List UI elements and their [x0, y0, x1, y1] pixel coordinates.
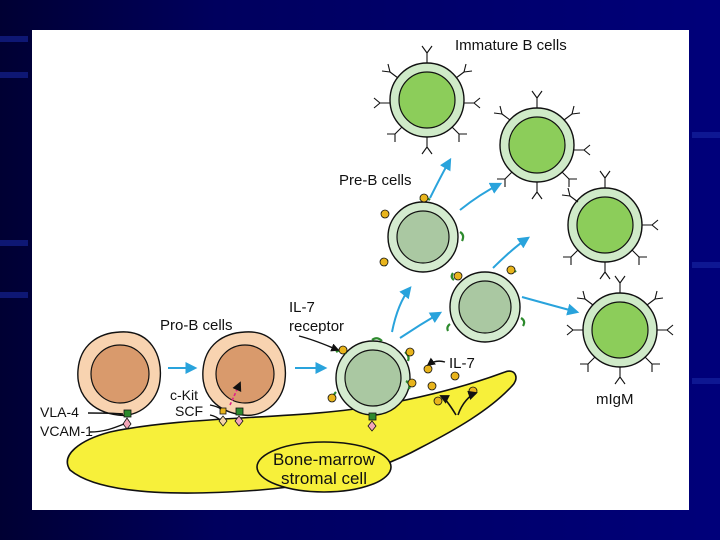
immature-b-cell-1 [389, 62, 465, 138]
pre-b-cell-middle [446, 265, 526, 343]
label-ckit: c-Kit [170, 387, 198, 403]
label-migm: mIgM [596, 391, 634, 408]
label-pro-b-cells: Pro-B cells [160, 317, 233, 334]
decor-stripe [0, 292, 28, 298]
il7-cytokines [423, 357, 478, 416]
label-il7-receptor-1: IL-7 [289, 299, 315, 316]
vla4-vcam1-contact-1 [122, 409, 132, 430]
pro-b-cell-2 [202, 331, 287, 417]
decor-stripe [0, 36, 28, 42]
label-scf: SCF [175, 403, 203, 419]
immature-b-cell-4 [582, 292, 658, 368]
decor-stripe [692, 132, 720, 138]
label-stroma-2: stromal cell [281, 469, 367, 488]
label-immature-b-cells: Immature B cells [455, 37, 567, 54]
decor-stripe [692, 378, 720, 384]
pro-b-cell-1 [77, 331, 162, 417]
ckit-scf-contact [218, 407, 244, 427]
immature-b-cell-2 [499, 107, 575, 183]
stromal-nucleus [256, 441, 392, 493]
label-pre-b-cells: Pre-B cells [339, 172, 412, 189]
label-il7: IL-7 [449, 355, 475, 372]
pre-b-cell-attached [327, 337, 417, 432]
decor-stripe [692, 262, 720, 268]
pointer-lines [87, 335, 340, 433]
decor-stripe [0, 72, 28, 78]
pre-b-cell-upper [379, 193, 465, 273]
decor-stripe [0, 240, 28, 246]
label-vcam1: VCAM-1 [40, 423, 93, 439]
label-vla4: VLA-4 [40, 404, 79, 420]
developmental-arrows [168, 157, 580, 374]
label-stroma-1: Bone-marrow [273, 450, 376, 469]
migm-antibodies [373, 45, 674, 385]
label-il7-receptor-2: receptor [289, 318, 344, 335]
immature-b-cell-3 [567, 187, 643, 263]
stromal-cell [66, 370, 517, 494]
